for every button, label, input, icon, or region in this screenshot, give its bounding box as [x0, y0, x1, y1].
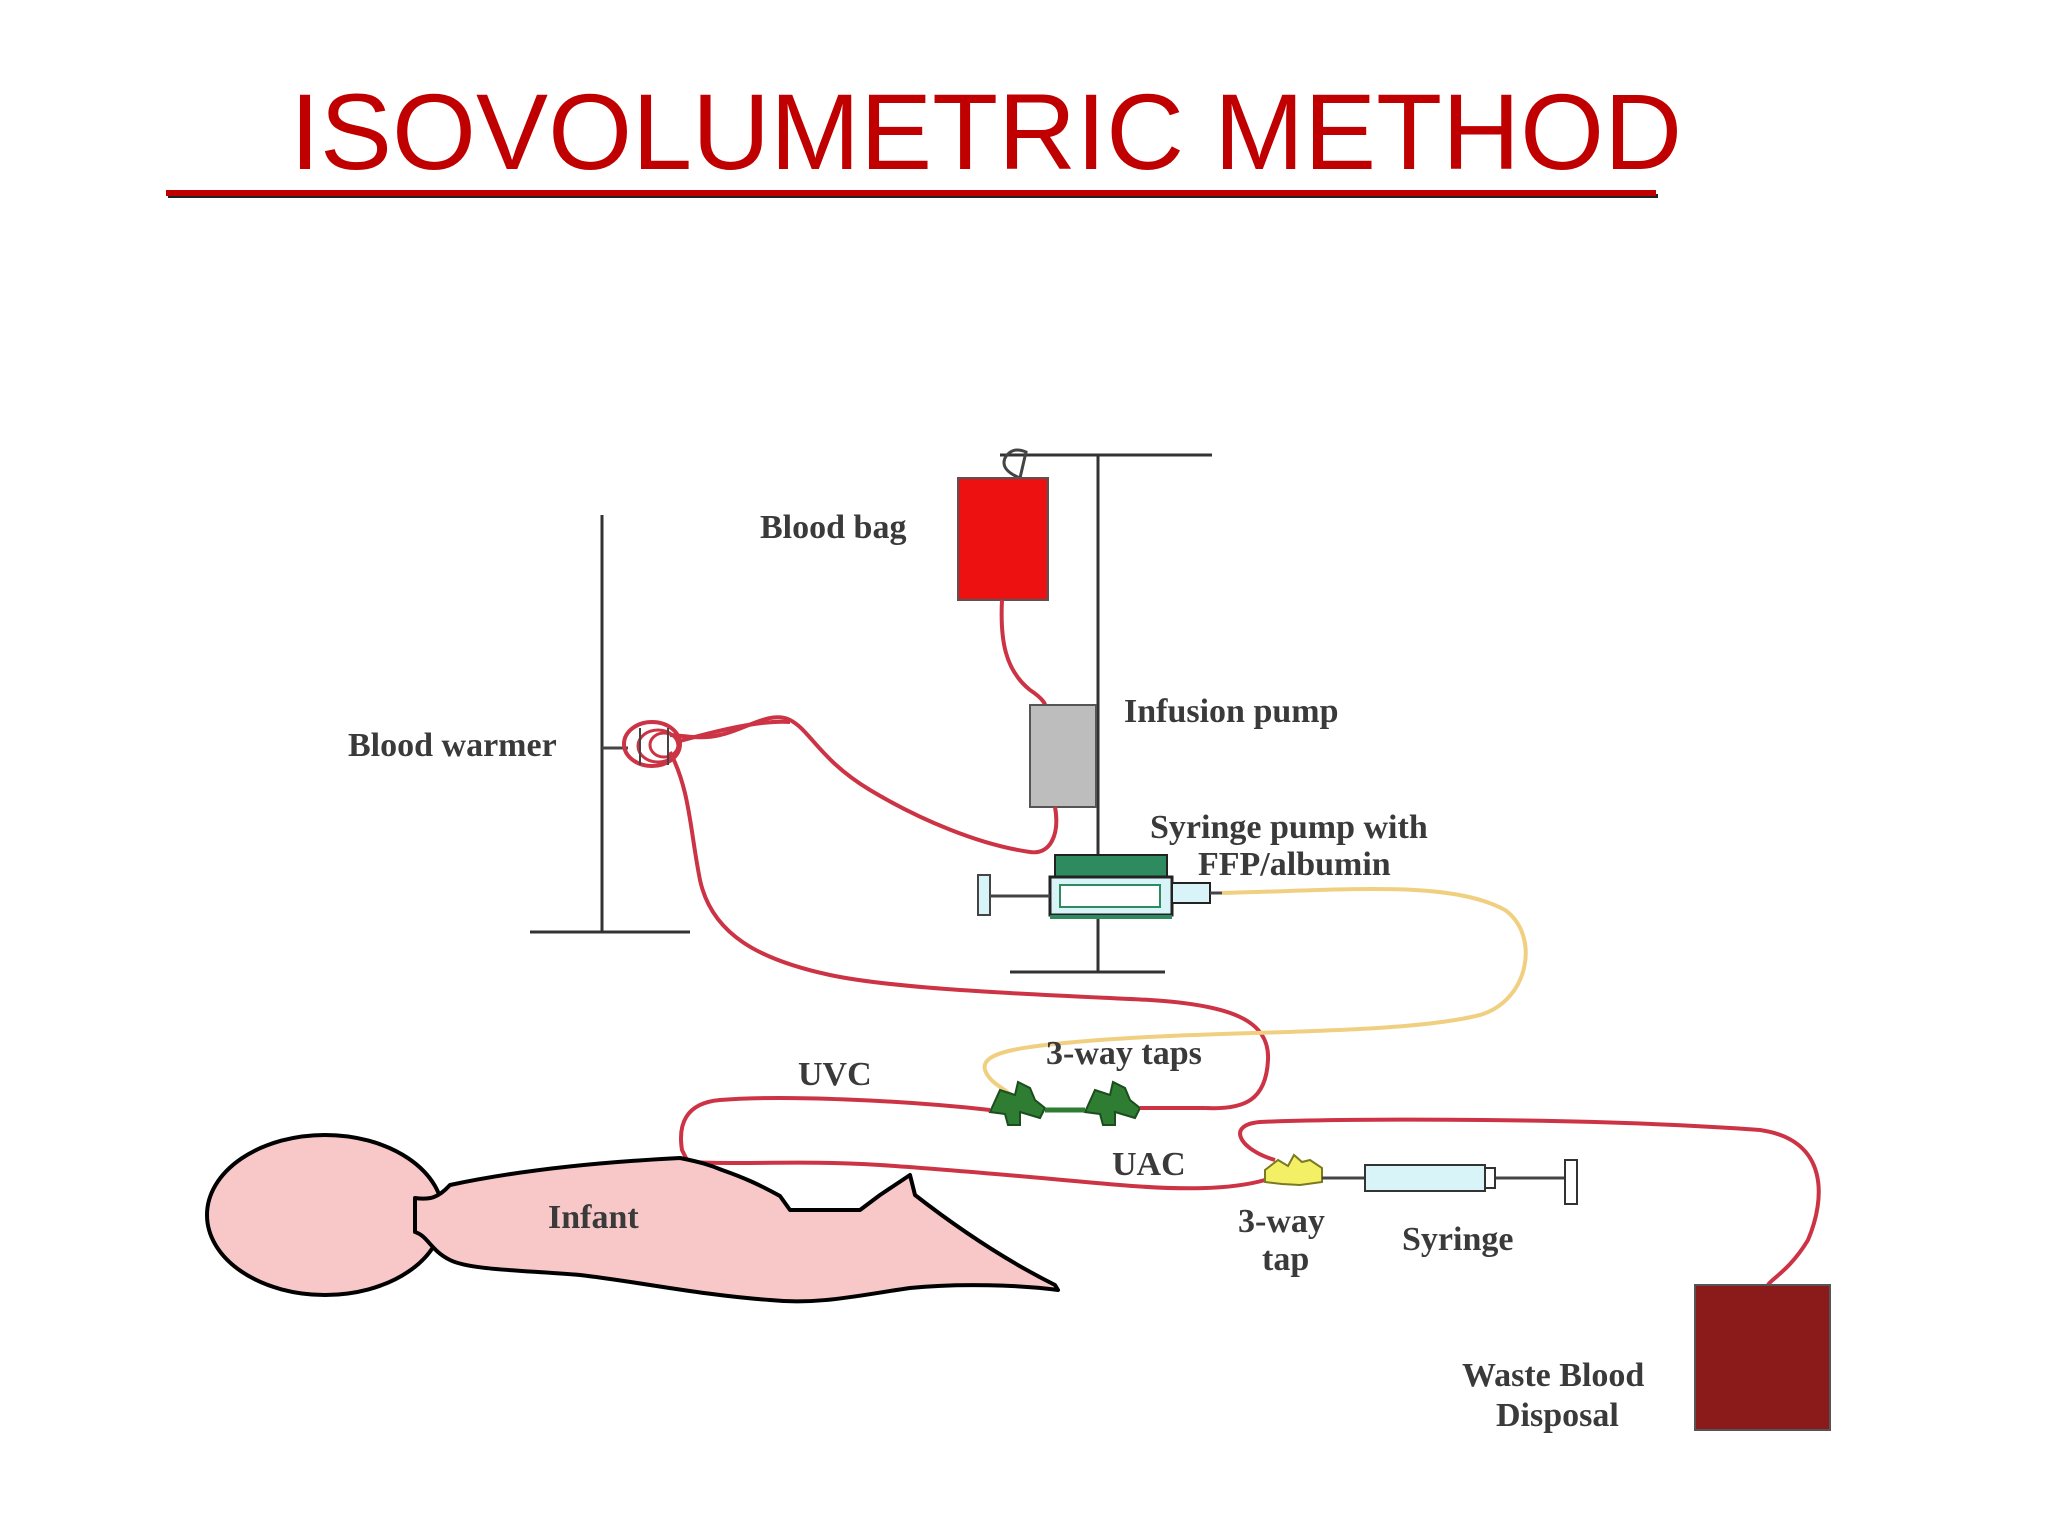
- blood-warmer-coil: [602, 720, 682, 768]
- label-syringe: Syringe: [1402, 1221, 1513, 1258]
- warmer-to-uvc-line: [668, 751, 1271, 1111]
- syringe-pump: [977, 854, 1222, 919]
- bag-to-pump-line: [999, 599, 1047, 706]
- slide-title: ISOVOLUMETRIC METHOD: [290, 71, 1683, 192]
- blood-bag: [957, 477, 1049, 601]
- label-syringe-pump-line2: FFP/albumin: [1198, 846, 1391, 883]
- label-three-way-tap-line1: 3-way: [1238, 1203, 1325, 1240]
- label-syringe-pump-line1: Syringe pump with: [1150, 809, 1428, 846]
- blood-bag-hook: [1002, 448, 1028, 480]
- label-three-way-taps: 3-way taps: [1046, 1035, 1202, 1072]
- title-underline: [166, 190, 1656, 196]
- waste-blood-container: [1694, 1284, 1831, 1431]
- warmer-stand: [530, 515, 690, 934]
- label-infant: Infant: [548, 1199, 639, 1236]
- waste-line: [1238, 1117, 1821, 1287]
- three-way-taps: [988, 1080, 1142, 1126]
- pump-to-syringe-line: [669, 715, 1059, 855]
- syringe: [1364, 1159, 1578, 1205]
- label-three-way-tap-line2: tap: [1262, 1241, 1309, 1278]
- label-uvc: UVC: [798, 1056, 872, 1093]
- label-infusion-pump: Infusion pump: [1124, 693, 1339, 730]
- title-underline-shadow: [168, 194, 1658, 198]
- label-blood-bag: Blood bag: [760, 509, 906, 546]
- three-way-tap-yellow: [1264, 1153, 1365, 1187]
- uvc-line: [679, 1096, 1205, 1163]
- label-blood-warmer: Blood warmer: [348, 727, 557, 764]
- infusion-pump: [1029, 704, 1097, 808]
- warmer-to-pump-line: [675, 719, 791, 744]
- label-waste-line2: Disposal: [1496, 1397, 1619, 1434]
- uac-line: [689, 1160, 1266, 1191]
- label-waste-line1: Waste Blood: [1462, 1357, 1644, 1394]
- infant-figure: [205, 1133, 1060, 1304]
- label-uac: UAC: [1112, 1146, 1186, 1183]
- plasma-line: [982, 886, 1528, 1102]
